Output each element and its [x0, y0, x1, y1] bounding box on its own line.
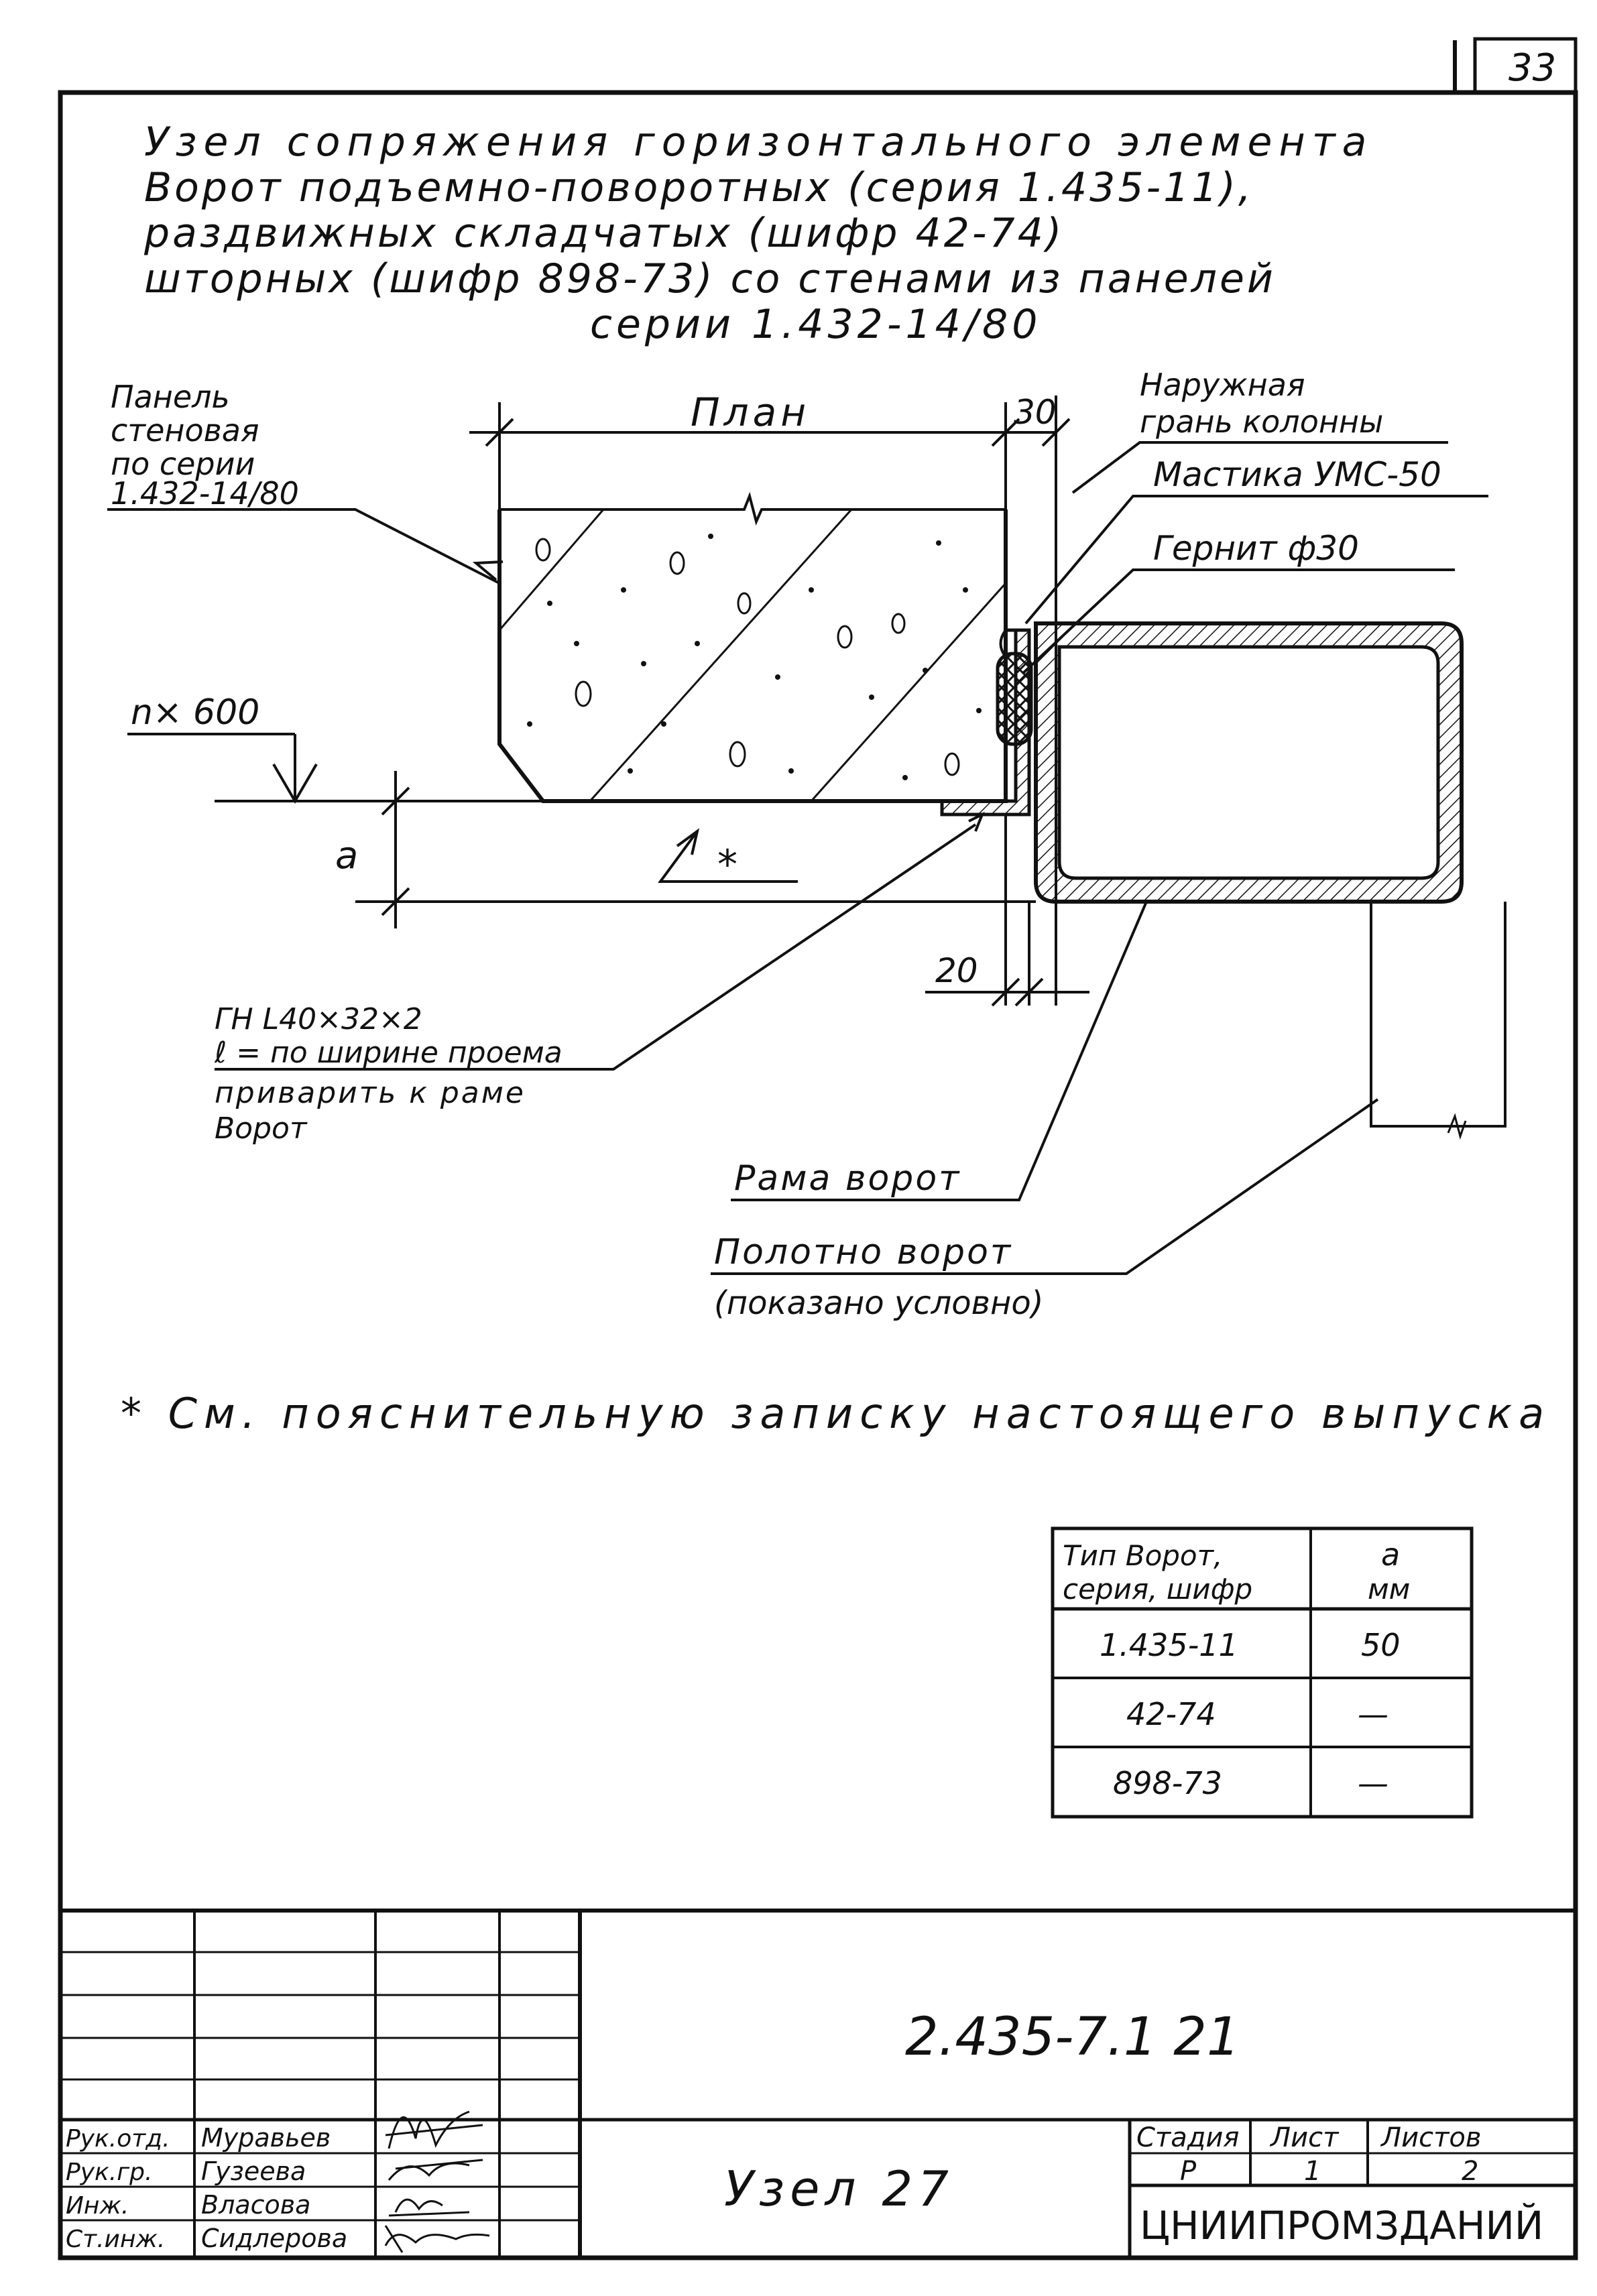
org-name: ЦНИИПРОМЗДАНИЙ: [1140, 2202, 1543, 2248]
signer-1-role: Рук.отд.: [66, 2125, 170, 2153]
plan-label: План: [691, 389, 810, 435]
table-header-type-1: Тип Ворот,: [1063, 1539, 1222, 1572]
signer-3-name: Власова: [201, 2190, 310, 2220]
sheet-frame: [58, 90, 1578, 2260]
signer-4-role: Ст.инж.: [66, 2226, 165, 2253]
table-row-1-type: 1.435-11: [1100, 1627, 1238, 1663]
table-header-type-2: серия, шифр: [1063, 1573, 1252, 1606]
callout-panel-3: по серии: [111, 446, 255, 482]
callout-leaf-1: Полотно ворот: [714, 1232, 1012, 1272]
sheets-header: Листов: [1380, 2122, 1481, 2153]
table-row-2-type: 42-74: [1126, 1696, 1216, 1732]
table-header-a-2: мм: [1368, 1573, 1410, 1606]
sheet-name: Узел 27: [724, 2161, 954, 2217]
callout-panel-2: стеновая: [111, 412, 259, 448]
signer-1-name: Муравьев: [201, 2123, 331, 2153]
callout-leaf-2: (показано условно): [714, 1284, 1043, 1322]
table-header-a-1: a: [1381, 1536, 1400, 1573]
signature-2: [388, 2159, 483, 2181]
title-block: 2.435-7.1 21 Узел 27 Стадия Лист Листов …: [60, 1909, 1576, 2258]
table-row-2-a: —: [1358, 1696, 1388, 1732]
corner-number: 33: [1509, 46, 1556, 90]
callout-panel-1: Панель: [111, 379, 230, 415]
gernit-seal: [996, 652, 1033, 746]
signature-4: [384, 2225, 490, 2253]
callout-weld-2: Ворот: [215, 1111, 308, 1146]
dim-20: 20: [935, 951, 978, 990]
table-row-3-a: —: [1358, 1765, 1388, 1801]
stage-header: Стадия: [1136, 2122, 1239, 2153]
section-drawing: План 30 n× 600 a * 20: [107, 389, 1506, 1275]
title-line-1: Узел сопряжения горизонтального элемента: [144, 119, 1373, 166]
callout-panel-4: 1.432-14/80: [111, 475, 299, 511]
callout-angle-2: ℓ = по ширине проема: [214, 1036, 563, 1070]
signer-4-name: Сидлерова: [201, 2224, 347, 2253]
callouts: Панель стеновая по серии 1.432-14/80 Нар…: [111, 367, 1441, 1322]
sheets-value: 2: [1462, 2156, 1478, 2187]
callout-angle-1: ГН L40×32×2: [215, 1002, 422, 1036]
gate-type-table: Тип Ворот, серия, шифр a мм 1.435-11 50 …: [1051, 1526, 1474, 1819]
signature-marks: [384, 2110, 490, 2253]
footnote: * См. пояснительную записку настоящего в…: [121, 1389, 1551, 1438]
callout-outer-face-2: грань колонны: [1140, 404, 1383, 440]
callout-weld-1: приварить к раме: [215, 1076, 526, 1110]
signature-1: [385, 2110, 483, 2149]
gate-frame-section: [1034, 621, 1464, 904]
drawing-title: Узел сопряжения горизонтального элемента…: [143, 119, 1373, 348]
callout-gernit: Гернит ф30: [1153, 529, 1359, 568]
signer-2-role: Рук.гр.: [66, 2159, 152, 2186]
sheet-value: 1: [1304, 2156, 1321, 2187]
wall-panel: [497, 509, 1008, 803]
stage-value: Р: [1180, 2156, 1197, 2187]
table-row-1-a: 50: [1361, 1627, 1401, 1663]
callout-frame: Рама ворот: [734, 1158, 961, 1199]
signature-3: [388, 2198, 470, 2217]
title-line-4: шторных (шифр 898-73) со стенами из пане…: [144, 255, 1276, 302]
signer-3-role: Инж.: [66, 2192, 129, 2220]
title-line-3: раздвижных складчатых (шифр 42-74): [143, 210, 1064, 257]
doc-code: 2.435-7.1 21: [905, 2007, 1240, 2067]
level-label: n× 600: [131, 692, 259, 733]
sheet-header: Лист: [1269, 2122, 1340, 2153]
concrete-aggregate: [527, 534, 982, 780]
title-line-2: Ворот подъемно-поворотных (серия 1.435-1…: [144, 164, 1254, 211]
dim-30: 30: [1014, 393, 1057, 432]
callout-outer-face-1: Наружная: [1140, 367, 1305, 403]
asterisk-mark: *: [717, 841, 737, 888]
gate-leaf: [1370, 902, 1506, 1128]
signer-2-name: Гузеева: [201, 2157, 306, 2186]
title-line-5: серии 1.432-14/80: [590, 301, 1041, 348]
callout-mastic: Мастика УМС-50: [1153, 455, 1441, 494]
dim-a: a: [335, 834, 358, 878]
corner-number-box: 33: [1453, 37, 1578, 95]
table-row-3-type: 898-73: [1113, 1765, 1222, 1801]
